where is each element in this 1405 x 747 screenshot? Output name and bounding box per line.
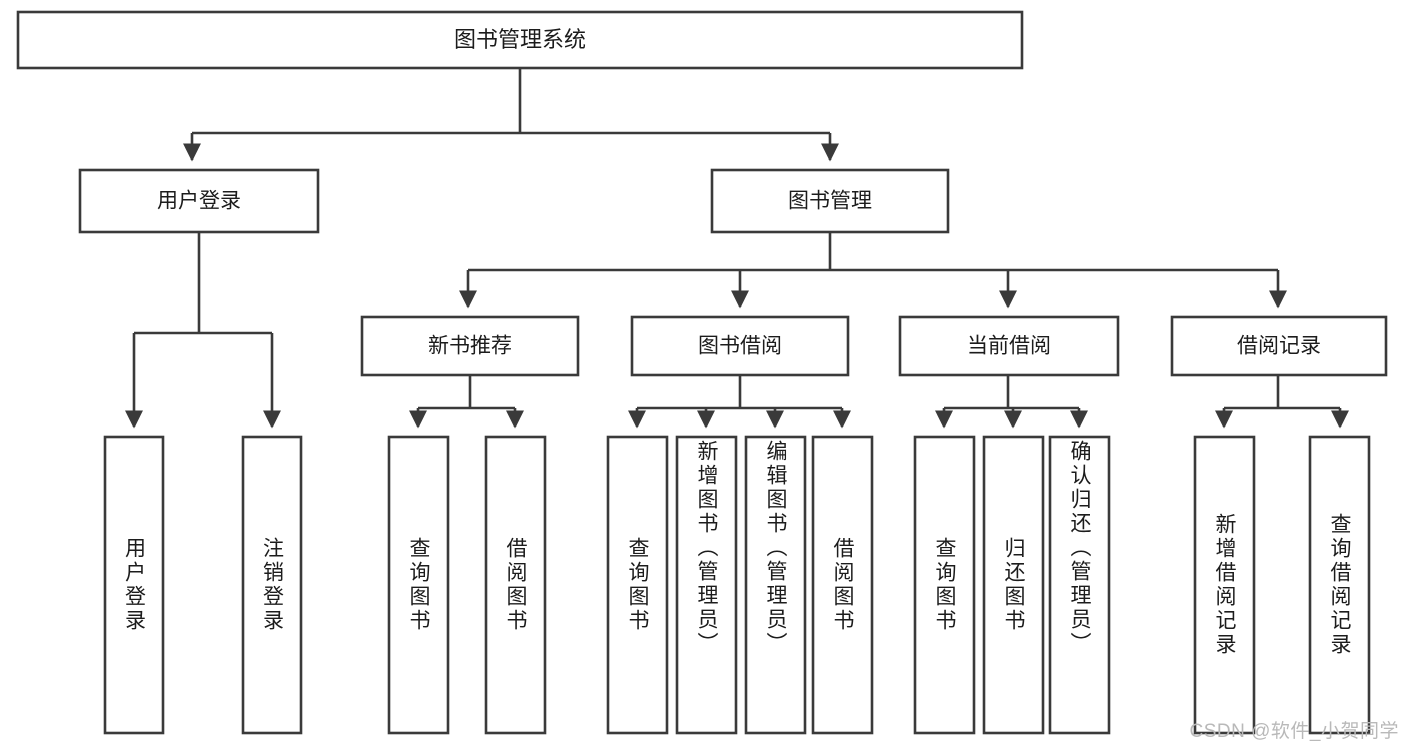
leaf-box-add-record[interactable] [1193, 435, 1256, 735]
node-user-login[interactable]: 用户登录 [78, 168, 320, 234]
leaf-box-edit-book[interactable] [744, 435, 807, 735]
leaf-box-query-book-2[interactable] [606, 435, 669, 735]
leaf-boxes [103, 435, 1371, 735]
node-new-book-recommend-label: 新书推荐 [428, 335, 512, 358]
node-borrow-record-label: 借阅记录 [1237, 335, 1321, 358]
node-current-borrow-label: 当前借阅 [967, 335, 1051, 358]
leaf-box-borrow-book-2[interactable] [811, 435, 874, 735]
leaf-box-logout-login[interactable] [241, 435, 303, 735]
leaf-box-borrow-book-1[interactable] [484, 435, 547, 735]
connector-group-book-manage [458, 232, 1288, 309]
connector-group-book-borrow [627, 375, 852, 429]
leaf-box-confirm-return[interactable] [1048, 435, 1111, 735]
node-book-borrow[interactable]: 图书借阅 [630, 315, 850, 377]
leaf-box-add-book[interactable] [675, 435, 738, 735]
node-book-borrow-label: 图书借阅 [698, 335, 782, 358]
node-new-book-recommend[interactable]: 新书推荐 [360, 315, 580, 377]
node-current-borrow[interactable]: 当前借阅 [898, 315, 1120, 377]
connector-group-current-borrow [934, 375, 1089, 429]
node-borrow-record[interactable]: 借阅记录 [1170, 315, 1388, 377]
node-root[interactable]: 图书管理系统 [16, 10, 1024, 70]
leaf-box-query-book-1[interactable] [387, 435, 450, 735]
leaf-box-query-record[interactable] [1308, 435, 1371, 735]
connector-group-root [182, 68, 840, 162]
connector-group-new-book-recommend [408, 375, 525, 429]
connector-group-borrow-record [1214, 375, 1350, 429]
node-book-manage-label: 图书管理 [788, 190, 872, 213]
node-book-manage[interactable]: 图书管理 [710, 168, 950, 234]
csdn-watermark: CSDN @软件_小贺同学 [1189, 721, 1399, 742]
connector-group-user-login [124, 232, 282, 429]
leaf-box-query-book-3[interactable] [913, 435, 976, 735]
leaf-box-return-book[interactable] [982, 435, 1045, 735]
node-root-label: 图书管理系统 [454, 27, 586, 52]
node-user-login-label: 用户登录 [157, 190, 241, 213]
leaf-box-user-login[interactable] [103, 435, 165, 735]
